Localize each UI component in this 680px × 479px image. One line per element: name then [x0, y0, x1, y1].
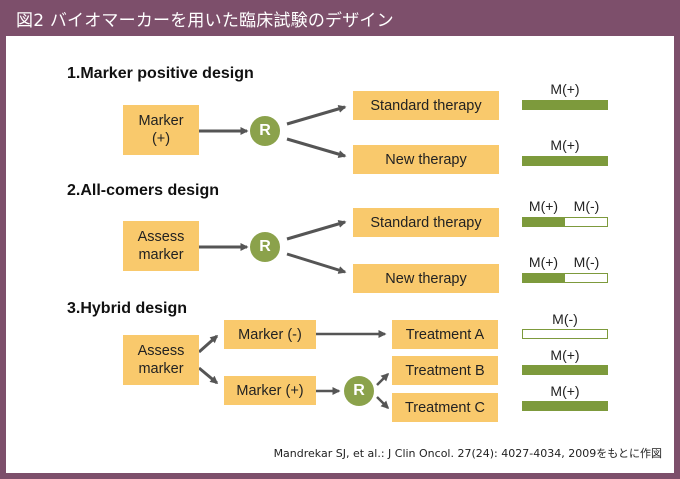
section1-randomize-node: R — [250, 116, 280, 146]
section3-b-bar-fill — [523, 366, 607, 374]
section2-arm2-neg-label: M(-) — [573, 254, 600, 270]
section2-arm1-bar — [522, 217, 608, 227]
section2-arm1-neg-label: M(-) — [573, 198, 600, 214]
section2-arm2-bar — [522, 273, 608, 283]
section3-randomize-node: R — [344, 376, 374, 406]
section3-marker-pos-box: Marker (+) — [224, 376, 316, 405]
section2-arm2-pos-label: M(+) — [528, 254, 559, 270]
arrow-s2-r-to-arm2 — [286, 252, 347, 274]
section3-marker-neg-box: Marker (-) — [224, 320, 316, 349]
section1-heading: 1.Marker positive design — [67, 65, 254, 82]
section2-randomize-node: R — [250, 232, 280, 262]
section3-a-bar-label: M(-) — [552, 311, 578, 327]
arrow-s3-r-to-c — [376, 396, 390, 410]
diagram-panel: 1.Marker positive design Marker (+) R St… — [6, 36, 674, 473]
section2-heading: 2.All-comers design — [67, 182, 220, 199]
section3-source-box: Assess marker — [123, 335, 199, 385]
section3-a-bar — [522, 329, 608, 339]
section3-b-bar-label: M(+) — [550, 347, 580, 363]
arrow-s2-r-to-arm1 — [286, 219, 347, 241]
section1-arm2-bar — [522, 156, 608, 166]
arrow-s3-r-to-b — [376, 372, 390, 386]
section1-arm2-bar-label: M(+) — [550, 137, 580, 153]
section3-c-bar-label: M(+) — [550, 383, 580, 399]
section3-treatment-c-box: Treatment C — [392, 393, 498, 422]
section2-arm1-box: Standard therapy — [353, 208, 499, 237]
section2-arm2-bar-fill — [523, 274, 565, 282]
section3-b-bar — [522, 365, 608, 375]
section3-heading: 3.Hybrid design — [67, 300, 188, 317]
arrow-s1-r-to-arm2 — [286, 137, 347, 159]
citation: Mandrekar SJ, et al.: J Clin Oncol. 27(2… — [273, 447, 662, 460]
section1-source-box: Marker (+) — [123, 105, 199, 155]
section3-treatment-b-box: Treatment B — [392, 356, 498, 385]
section1-arm2-bar-fill — [523, 157, 607, 165]
section3-c-bar-fill — [523, 402, 607, 410]
section2-source-box: Assess marker — [123, 221, 199, 271]
section1-arm1-box: Standard therapy — [353, 91, 499, 120]
arrow-layer — [198, 104, 390, 410]
section1-arm2-box: New therapy — [353, 145, 499, 174]
section1-arm1-bar — [522, 100, 608, 110]
arrow-s1-r-to-arm1 — [286, 104, 347, 126]
figure-title: 図2 バイオマーカーを用いた臨床試験のデザイン — [16, 10, 394, 31]
arrow-s3-source-to-neg — [198, 334, 219, 354]
section3-treatment-a-box: Treatment A — [392, 320, 498, 349]
arrow-s3-source-to-pos — [198, 366, 219, 385]
section3-c-bar — [522, 401, 608, 411]
section2-arm1-pos-label: M(+) — [528, 198, 559, 214]
section2-arm1-bar-fill — [523, 218, 565, 226]
section2-arm2-box: New therapy — [353, 264, 499, 293]
section1-arm1-bar-label: M(+) — [550, 81, 580, 97]
section1-arm1-bar-fill — [523, 101, 607, 109]
